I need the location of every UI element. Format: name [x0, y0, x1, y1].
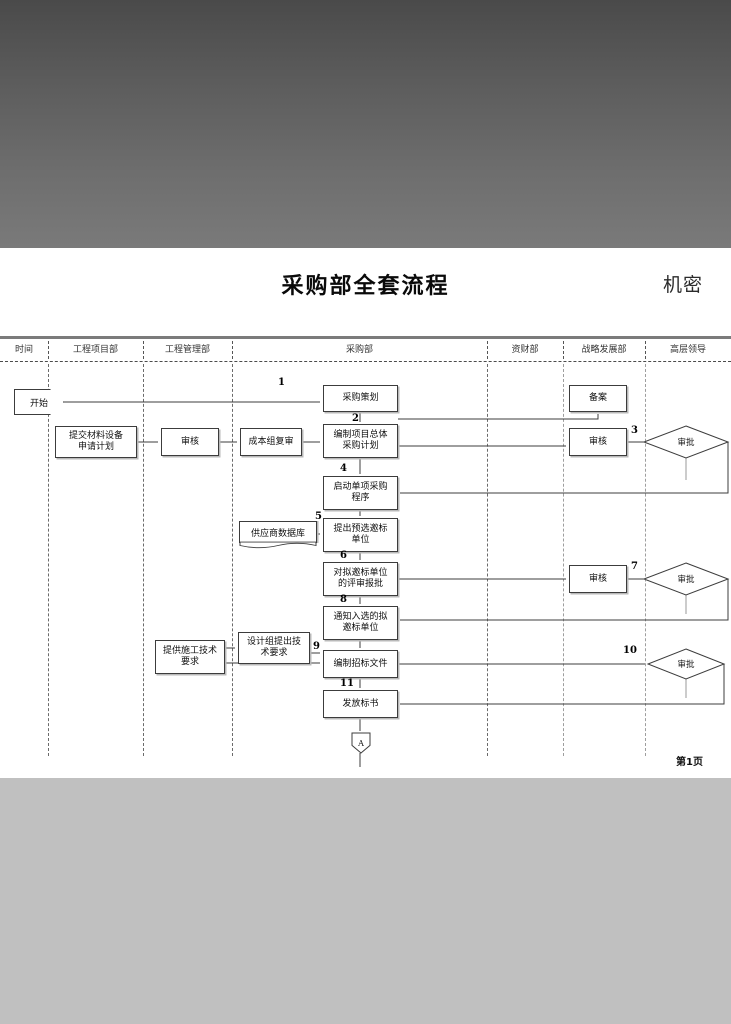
- swimlane-header-0: 时间: [14, 345, 33, 355]
- viewer-bottom-shade: [0, 778, 731, 1024]
- step-number-2: 2: [352, 413, 359, 424]
- flow-node-n5: 提出预选邀标单位: [323, 518, 398, 552]
- document-page: 采购部全套流程 机密 时间 工程项目部 工程管理部 采购部 资财部 战略发展部 高层领导: [0, 248, 731, 778]
- flow-node-submit: 提交材料设备申请计划: [55, 426, 137, 458]
- step-number-5: 5: [315, 511, 322, 522]
- swimlane-header-separator-6: [645, 341, 646, 359]
- swimlane-header-3: 采购部: [345, 345, 373, 355]
- swimlane-header-divider: [0, 361, 731, 362]
- flow-node-design: 设计组提出技术要求: [238, 632, 310, 664]
- flow-node-filing: 备案: [569, 385, 627, 412]
- database-wave-edge: [239, 541, 317, 549]
- decision-label: 审批: [677, 438, 695, 448]
- swimlane-header-2: 工程管理部: [164, 345, 210, 355]
- step-number-4: 4: [340, 463, 347, 474]
- flow-node-n1: 采购策划: [323, 385, 398, 412]
- flow-node-n11: 发放标书: [323, 690, 398, 718]
- flow-node-review2: 审核: [569, 428, 627, 456]
- swimlane-divider-1: [48, 364, 49, 756]
- swimlane-header-6: 高层领导: [669, 345, 706, 355]
- step-number-1: 1: [278, 377, 285, 388]
- flow-node-n2: 编制项目总体采购计划: [323, 424, 398, 458]
- swimlane-header-separator-3: [232, 341, 233, 359]
- swimlane-divider-3: [232, 364, 233, 756]
- swimlane-divider-5: [563, 364, 564, 756]
- flow-node-n4: 启动单项采购程序: [323, 476, 398, 510]
- flow-node-review1: 审核: [161, 428, 219, 456]
- swimlane-header-row: 时间 工程项目部 工程管理部 采购部 资财部 战略发展部 高层领导: [0, 339, 731, 361]
- flow-node-n8: 通知入选的拟邀标单位: [323, 606, 398, 640]
- header-rule: [0, 336, 731, 339]
- confidential-stamp: 机密: [662, 274, 703, 296]
- page-title: 采购部全套流程: [281, 273, 450, 299]
- flow-node-tech: 提供施工技术要求: [155, 640, 225, 674]
- decision-d7: 审批: [642, 562, 730, 596]
- flow-node-n6: 对拟邀标单位的评审报批: [323, 562, 398, 596]
- flow-node-supdb: 供应商数据库: [239, 521, 317, 549]
- decision-label: 审批: [677, 575, 695, 585]
- decision-d3: 审批: [642, 425, 730, 459]
- step-number-8: 8: [340, 594, 347, 605]
- flow-node-n9: 编制招标文件: [323, 650, 398, 678]
- swimlane-header-separator-5: [563, 341, 564, 359]
- swimlane-divider-4: [487, 364, 488, 756]
- decision-d10: 审批: [646, 648, 726, 680]
- swimlane-header-1: 工程项目部: [72, 345, 118, 355]
- swimlane-header-separator-2: [143, 341, 144, 359]
- connector-label: A: [358, 738, 364, 748]
- step-number-9: 9: [313, 641, 320, 652]
- step-number-7: 7: [631, 561, 638, 572]
- swimlane-header-4: 资财部: [511, 345, 539, 355]
- step-number-10: 10: [623, 645, 637, 656]
- swimlane-header-5: 战略发展部: [581, 345, 627, 355]
- offpage-connector-a: A: [351, 732, 371, 754]
- viewer-top-shade: [0, 0, 731, 248]
- swimlane-divider-2: [143, 364, 144, 756]
- flow-node-review3: 审核: [569, 565, 627, 593]
- swimlane-header-separator-1: [48, 341, 49, 359]
- flow-node-cost: 成本组复审: [240, 428, 302, 456]
- swimlane-divider-6: [645, 364, 646, 756]
- step-number-3: 3: [631, 425, 638, 436]
- swimlane-header-separator-4: [487, 341, 488, 359]
- decision-label: 审批: [677, 660, 695, 670]
- step-number-6: 6: [340, 550, 347, 561]
- step-number-11: 11: [340, 678, 354, 689]
- page-number: 第1页: [676, 757, 703, 768]
